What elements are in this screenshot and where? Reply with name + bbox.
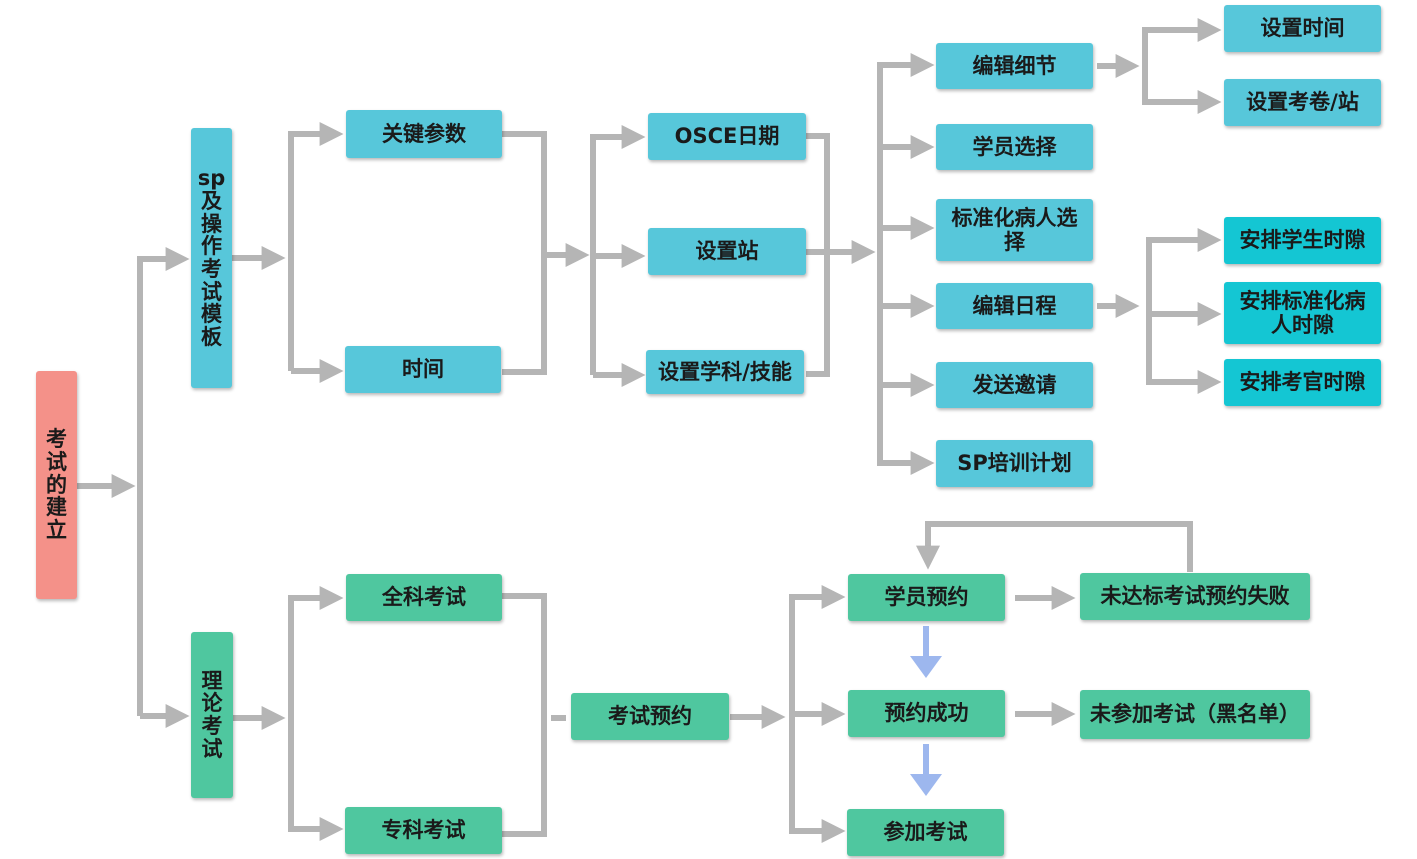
student-booking-node: 学员预约: [848, 574, 1005, 621]
general-exam-node: 全科考试: [346, 574, 502, 621]
sp-select-node: 标准化病人选择: [936, 199, 1093, 261]
key-params-node: 关键参数: [346, 110, 502, 158]
theory-exam-node: 理论考试: [191, 632, 233, 798]
examiner-slot-node: 安排考官时隙: [1224, 359, 1381, 406]
specialist-exam-node: 专科考试: [345, 807, 502, 854]
osce-date-node: OSCE日期: [648, 113, 806, 160]
edit-schedule-node: 编辑日程: [936, 283, 1093, 329]
theory-exam-label: 理论考试: [201, 668, 223, 761]
set-paper-station-node: 设置考卷/站: [1224, 79, 1381, 126]
blacklist-node: 未参加考试（黑名单）: [1080, 690, 1310, 739]
edit-detail-node: 编辑细节: [936, 43, 1093, 89]
set-station-node: 设置站: [648, 228, 806, 275]
root-exam-setup-node: 考试的建立: [36, 371, 77, 599]
booking-success-node: 预约成功: [848, 690, 1005, 737]
set-time-node: 设置时间: [1224, 5, 1381, 52]
set-subject-skill-node: 设置学科/技能: [646, 350, 804, 394]
student-select-node: 学员选择: [936, 124, 1093, 170]
take-exam-node: 参加考试: [847, 809, 1004, 856]
time-node: 时间: [345, 346, 501, 393]
student-slot-node: 安排学生时隙: [1224, 217, 1381, 264]
sp-slot-node: 安排标准化病人时隙: [1224, 282, 1381, 344]
root-node-label: 考试的建立: [46, 427, 67, 542]
sp-training-plan-node: SP培训计划: [936, 440, 1093, 487]
send-invite-node: 发送邀请: [936, 362, 1093, 408]
exam-booking-node: 考试预约: [571, 693, 729, 740]
booking-fail-node: 未达标考试预约失败: [1080, 573, 1310, 620]
